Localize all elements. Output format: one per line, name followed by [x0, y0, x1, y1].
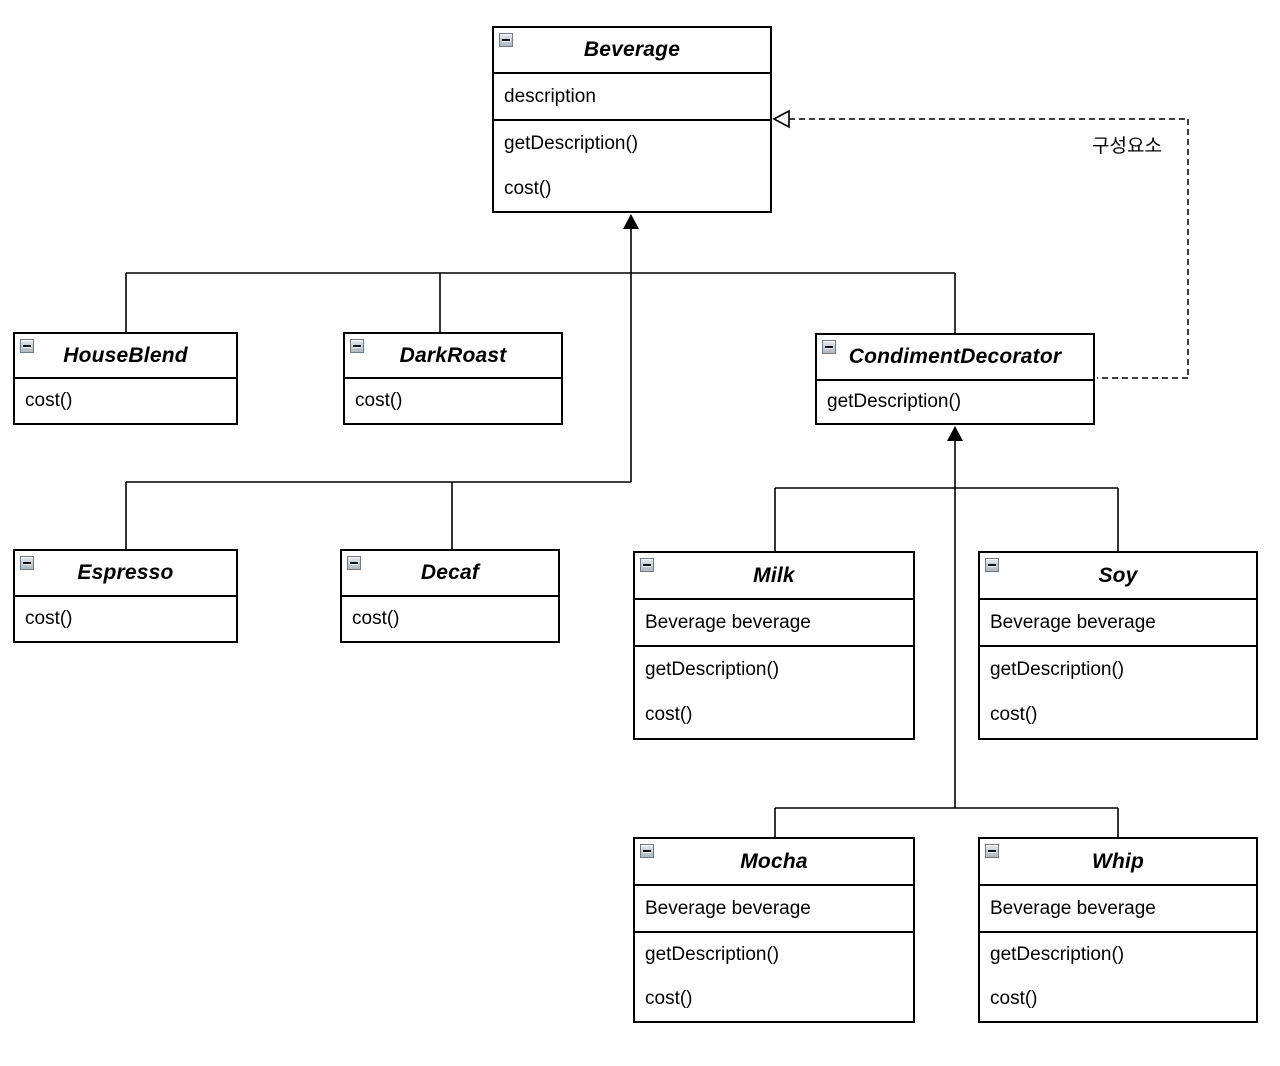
- collapse-icon[interactable]: [20, 339, 34, 353]
- class-title-row: Soy: [980, 553, 1256, 598]
- class-name: Soy: [1098, 563, 1138, 587]
- method-row: cost(): [25, 390, 73, 411]
- collapse-icon[interactable]: [640, 844, 654, 858]
- field-row: Beverage beverage: [990, 897, 1156, 919]
- method-row: getDescription(): [990, 658, 1125, 680]
- class-name: CondimentDecorator: [848, 345, 1062, 368]
- class-title-row: Whip: [980, 839, 1256, 884]
- class-name: Mocha: [740, 849, 808, 873]
- minus-icon: [643, 563, 651, 567]
- minus-icon: [643, 849, 651, 853]
- collapse-icon[interactable]: [350, 339, 364, 353]
- collapse-icon[interactable]: [822, 340, 836, 354]
- filled-triangle-arrowhead-condiment: [947, 426, 963, 441]
- class-box-whip[interactable]: Whip Beverage beverage getDescription() …: [978, 837, 1258, 1023]
- class-title-row: CondimentDecorator: [817, 335, 1093, 379]
- methods-compartment: getDescription() cost(): [494, 119, 770, 211]
- field-row: Beverage beverage: [645, 897, 811, 919]
- methods-compartment: cost(): [15, 595, 236, 641]
- class-title-row: Beverage: [494, 28, 770, 72]
- minus-icon: [23, 561, 31, 565]
- method-row: getDescription(): [827, 391, 962, 412]
- method-row: cost(): [990, 988, 1038, 1009]
- class-box-soy[interactable]: Soy Beverage beverage getDescription() c…: [978, 551, 1258, 740]
- methods-compartment: cost(): [15, 377, 236, 423]
- inheritance-tree-beverage: [125, 229, 956, 549]
- method-row: getDescription(): [990, 944, 1125, 965]
- class-title-row: Mocha: [635, 839, 913, 884]
- class-name: Decaf: [420, 561, 480, 584]
- class-title-row: Milk: [635, 553, 913, 598]
- method-row: getDescription(): [645, 944, 780, 965]
- collapse-icon[interactable]: [640, 558, 654, 572]
- method-row: getDescription(): [504, 132, 639, 154]
- class-box-espresso[interactable]: Espresso cost(): [13, 549, 238, 643]
- methods-compartment: cost(): [342, 595, 558, 641]
- class-box-condiment-decorator[interactable]: CondimentDecorator getDescription(): [815, 333, 1095, 425]
- class-box-mocha[interactable]: Mocha Beverage beverage getDescription()…: [633, 837, 915, 1023]
- minus-icon: [353, 344, 361, 348]
- class-name: Whip: [1091, 849, 1145, 873]
- methods-compartment: getDescription() cost(): [635, 645, 913, 738]
- inheritance-tree-condiment-decorator: [774, 441, 1119, 837]
- minus-icon: [502, 38, 510, 42]
- fields-compartment: Beverage beverage: [980, 598, 1256, 645]
- methods-compartment: getDescription() cost(): [980, 931, 1256, 1021]
- method-row: cost(): [645, 988, 693, 1009]
- methods-compartment: cost(): [345, 377, 561, 423]
- method-row: cost(): [355, 390, 403, 411]
- fields-compartment: description: [494, 72, 770, 119]
- method-row: cost(): [352, 608, 400, 629]
- field-row: Beverage beverage: [645, 611, 811, 633]
- filled-triangle-arrowhead-beverage: [623, 214, 639, 229]
- class-name: Milk: [753, 563, 795, 587]
- class-box-decaf[interactable]: Decaf cost(): [340, 549, 560, 643]
- class-title-row: Decaf: [342, 551, 558, 595]
- collapse-icon[interactable]: [985, 844, 999, 858]
- class-box-beverage[interactable]: Beverage description getDescription() co…: [492, 26, 772, 213]
- component-association-dashed-line: [789, 118, 1189, 379]
- class-name: DarkRoast: [399, 343, 507, 367]
- class-title-row: DarkRoast: [345, 334, 561, 377]
- minus-icon: [825, 345, 833, 349]
- minus-icon: [350, 561, 358, 565]
- minus-icon: [23, 344, 31, 348]
- fields-compartment: Beverage beverage: [635, 598, 913, 645]
- hollow-triangle-arrowhead: [772, 109, 790, 129]
- association-label: 구성요소: [1092, 136, 1162, 157]
- method-row: cost(): [25, 608, 73, 629]
- method-row: getDescription(): [645, 658, 780, 680]
- methods-compartment: getDescription(): [817, 379, 1093, 423]
- method-row: cost(): [990, 704, 1038, 726]
- method-row: cost(): [504, 177, 552, 199]
- methods-compartment: getDescription() cost(): [980, 645, 1256, 738]
- fields-compartment: Beverage beverage: [635, 884, 913, 931]
- method-row: cost(): [645, 704, 693, 726]
- minus-icon: [988, 849, 996, 853]
- collapse-icon[interactable]: [347, 556, 361, 570]
- class-title-row: Espresso: [15, 551, 236, 595]
- methods-compartment: getDescription() cost(): [635, 931, 913, 1021]
- class-title-row: HouseBlend: [15, 334, 236, 377]
- field-row: description: [504, 85, 596, 107]
- fields-compartment: Beverage beverage: [980, 884, 1256, 931]
- collapse-icon[interactable]: [20, 556, 34, 570]
- class-box-milk[interactable]: Milk Beverage beverage getDescription() …: [633, 551, 915, 740]
- class-name: Beverage: [583, 38, 681, 61]
- minus-icon: [988, 563, 996, 567]
- class-name: Espresso: [77, 561, 174, 584]
- collapse-icon[interactable]: [499, 33, 513, 47]
- collapse-icon[interactable]: [985, 558, 999, 572]
- field-row: Beverage beverage: [990, 611, 1156, 633]
- class-box-houseblend[interactable]: HouseBlend cost(): [13, 332, 238, 425]
- class-box-darkroast[interactable]: DarkRoast cost(): [343, 332, 563, 425]
- class-name: HouseBlend: [63, 343, 188, 367]
